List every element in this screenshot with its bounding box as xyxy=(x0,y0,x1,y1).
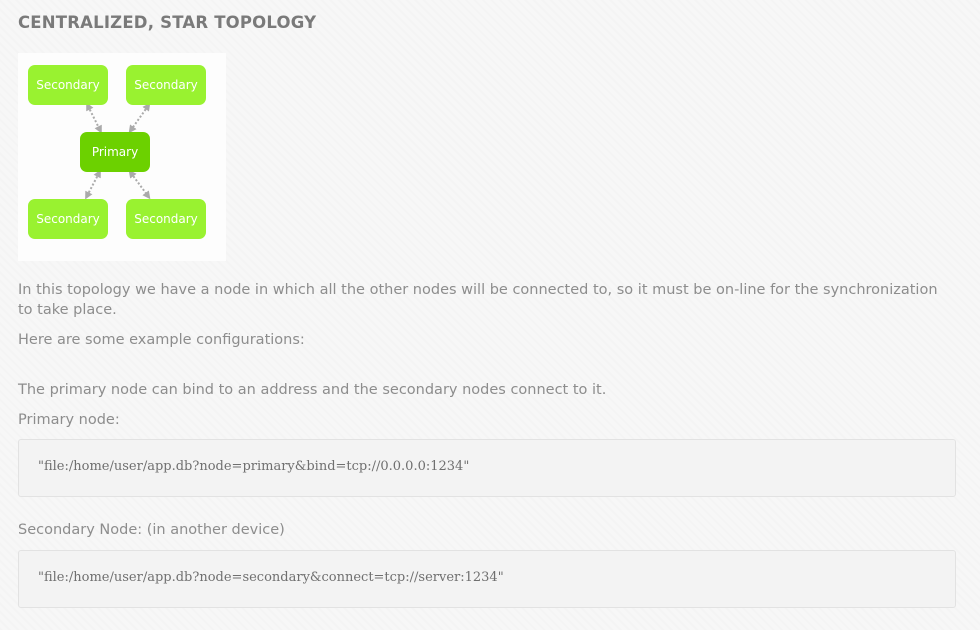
arrow-top-left xyxy=(86,102,102,134)
section-title: CENTRALIZED, STAR TOPOLOGY xyxy=(18,13,317,32)
secondary-code-block: "file:/home/user/app.db?node=secondary&c… xyxy=(18,550,956,608)
bind-description: The primary node can bind to an address … xyxy=(18,382,607,398)
secondary-node-label: Secondary Node: (in another device) xyxy=(18,522,285,538)
secondary-node-top-right: Secondary xyxy=(126,65,206,105)
primary-node-label: Primary node: xyxy=(18,412,120,428)
secondary-code: "file:/home/user/app.db?node=secondary&c… xyxy=(38,570,504,585)
topology-arrows xyxy=(85,102,151,200)
primary-node: Primary xyxy=(80,132,150,172)
intro-paragraph: In this topology we have a node in which… xyxy=(18,282,938,318)
primary-code: "file:/home/user/app.db?node=primary&bin… xyxy=(38,459,470,474)
arrow-top-right xyxy=(128,102,151,134)
arrow-bottom-left xyxy=(85,169,101,200)
primary-code-block: "file:/home/user/app.db?node=primary&bin… xyxy=(18,439,956,497)
star-topology-diagram: Secondary Secondary Primary Secondary Se… xyxy=(18,53,226,261)
secondary-node-bottom-left: Secondary xyxy=(28,199,108,239)
secondary-node-top-left: Secondary xyxy=(28,65,108,105)
secondary-node-bottom-right: Secondary xyxy=(126,199,206,239)
arrow-bottom-right xyxy=(128,169,151,200)
examples-intro: Here are some example configurations: xyxy=(18,332,305,348)
